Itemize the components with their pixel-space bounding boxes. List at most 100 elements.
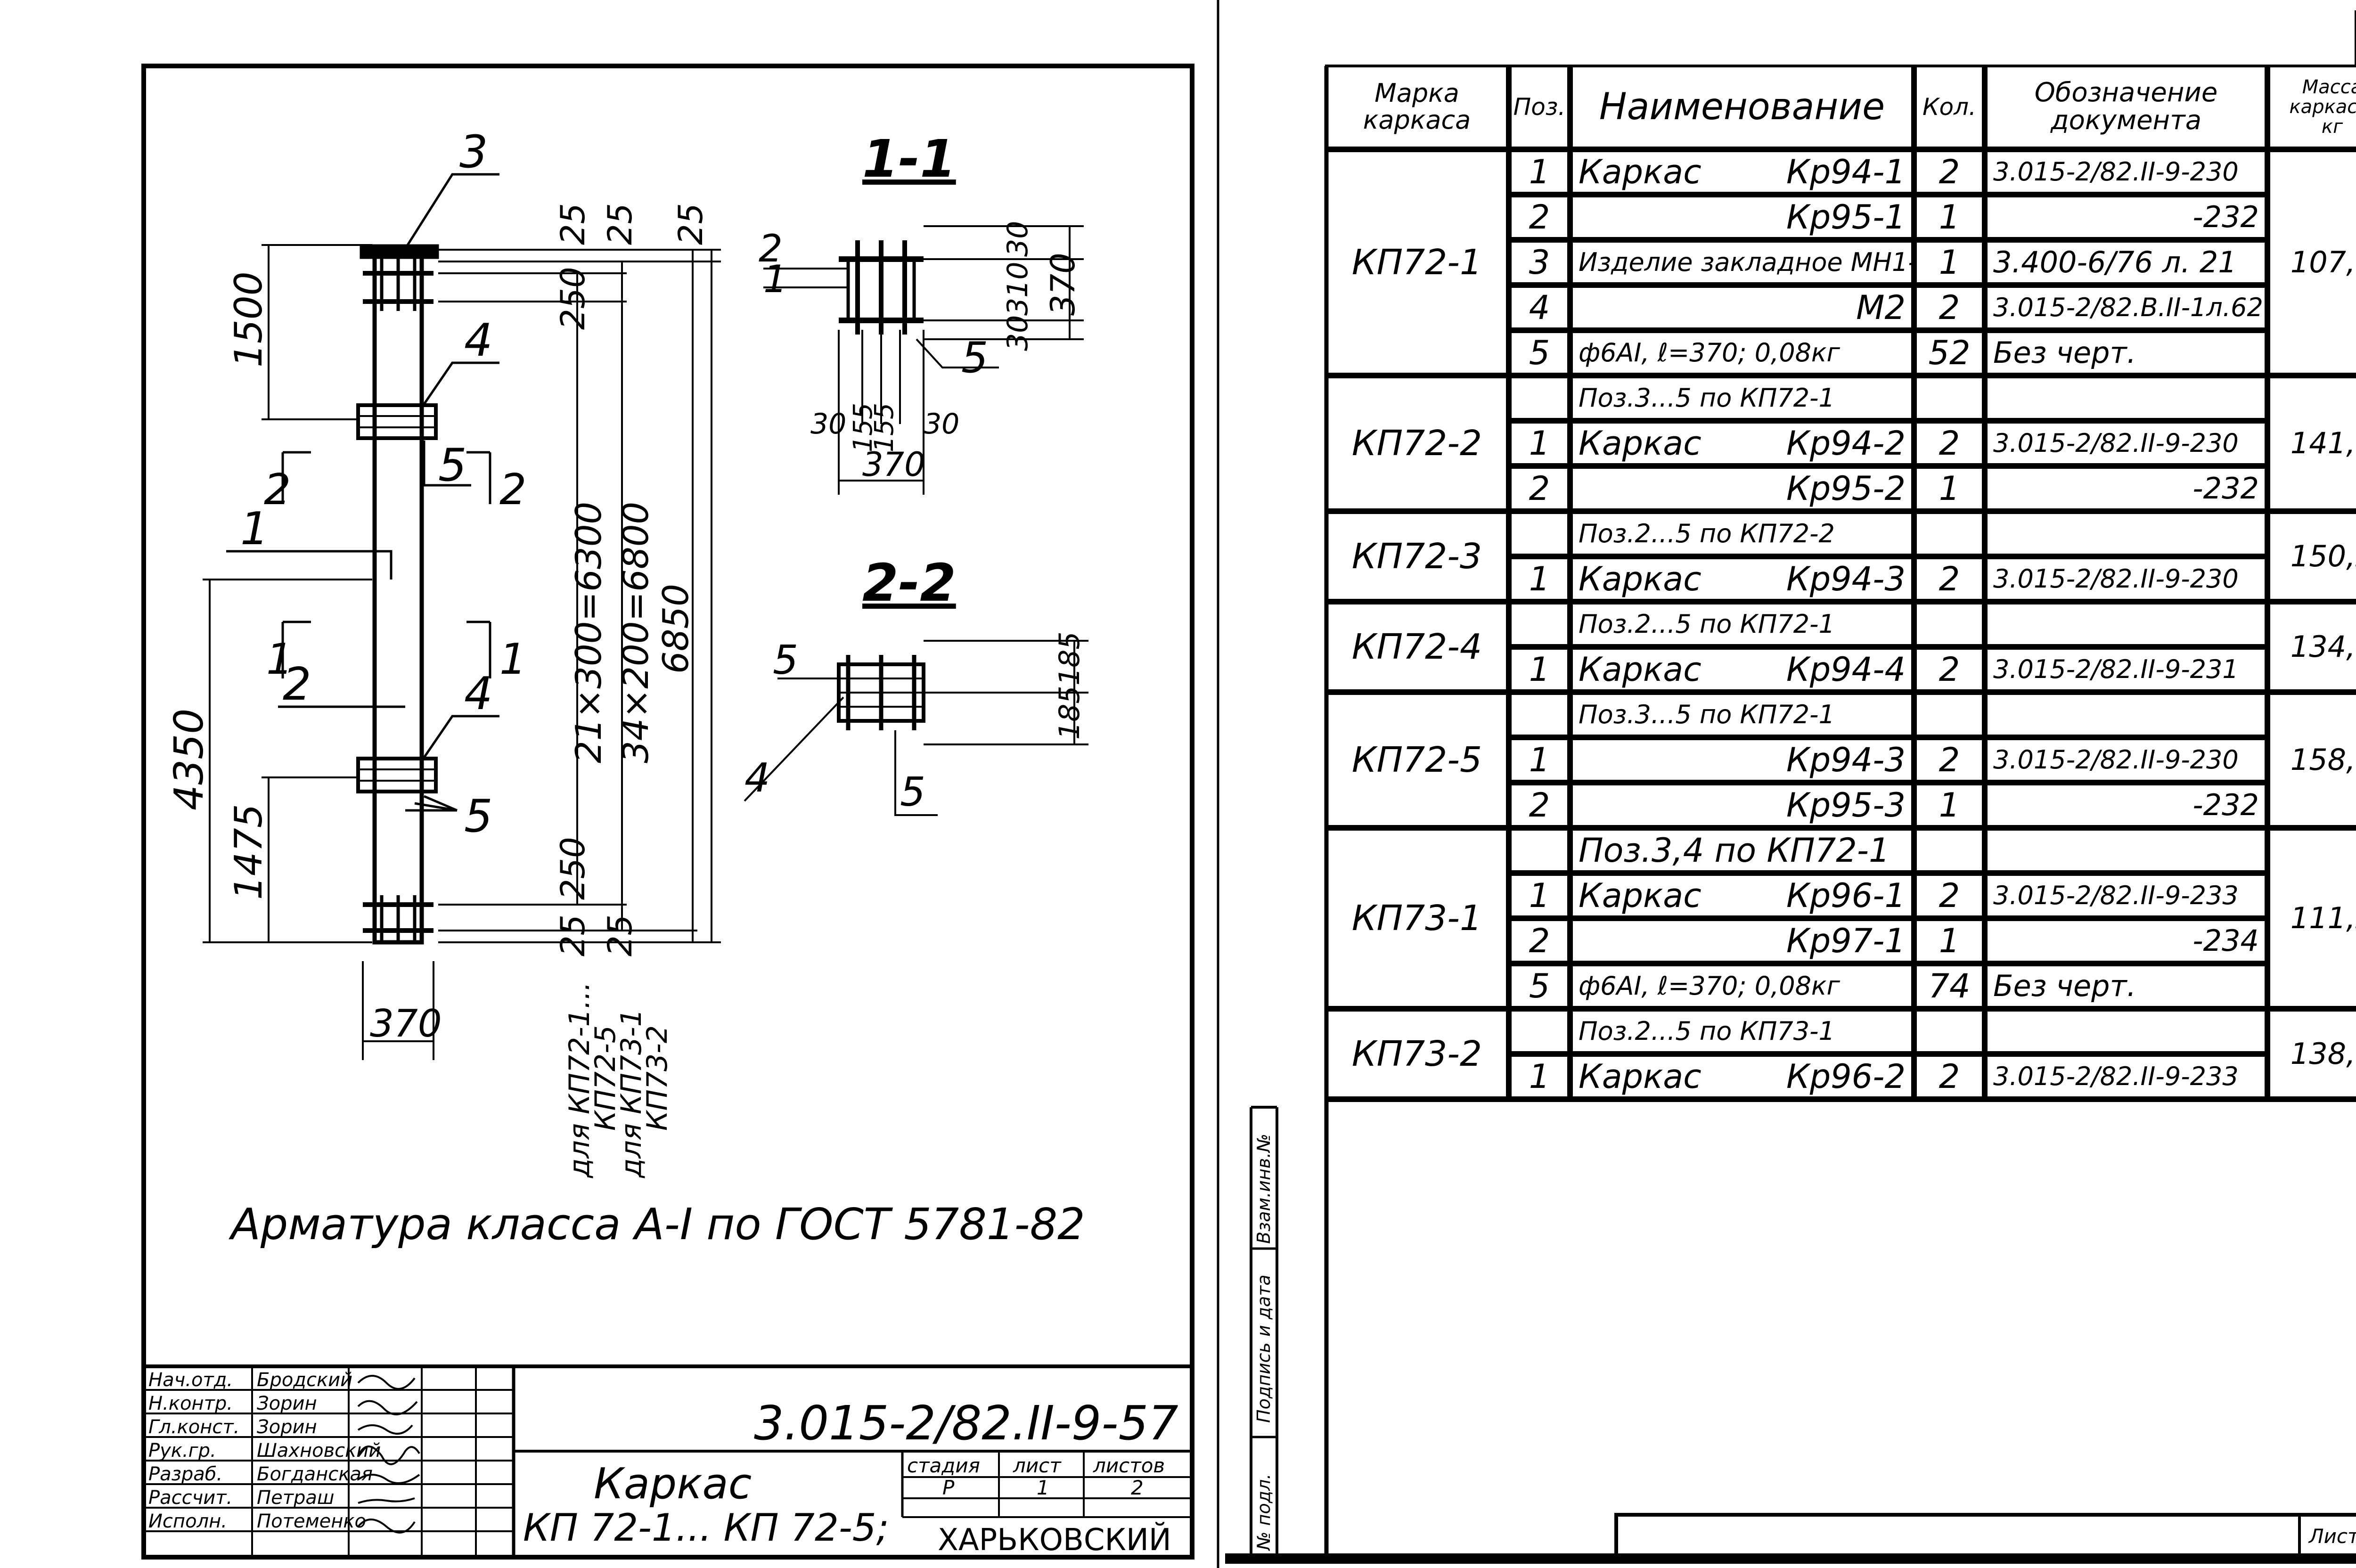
bottom-stamp: [1614, 1513, 2356, 1560]
callout-5-upper: 5: [438, 440, 466, 491]
header-doc: Обозначение документа: [1985, 65, 2267, 149]
row-doc: Без черт.: [1985, 330, 2267, 376]
section-1-1-label-1: 1: [763, 257, 787, 301]
row-name-text: ф6АI, ℓ=370; 0,08кг: [1579, 971, 1840, 1001]
callout-4-upper: 4: [464, 315, 492, 367]
name-5: Петраш: [257, 1487, 335, 1509]
section-1-1-dim-30c: 30: [810, 408, 846, 441]
row-qty: 2: [1914, 149, 1985, 195]
section-marker-2-right: 2: [499, 465, 526, 514]
applicability-label-1: для КП72-1...: [563, 982, 596, 1178]
row-doc: [1985, 602, 2267, 647]
dim-4350: 4350: [166, 709, 213, 810]
row-doc: 3.015-2/82.В.II-1л.62: [1985, 285, 2267, 330]
row-doc: 3.015-2/82.II-9-231: [1985, 647, 2267, 692]
dim-370-column: 370: [370, 1002, 442, 1045]
callout-4-lower: 4: [464, 668, 492, 720]
row-name: Кр97-1: [1570, 918, 1914, 964]
row-name-mark: Кр94-2: [1786, 424, 1906, 463]
row-pos: 3: [1509, 240, 1570, 285]
row-doc: 3.015-2/82.II-9-230: [1985, 556, 2267, 602]
row-name-mark: Кр96-1: [1786, 876, 1906, 915]
row-pos: 1: [1509, 421, 1570, 466]
row-name-text: Поз.3...5 по КП72-1: [1579, 700, 1835, 729]
row-name: Поз.3...5 по КП72-1: [1570, 376, 1914, 421]
row-pos: [1509, 602, 1570, 647]
row-name-mark: Кр95-1: [1786, 198, 1906, 237]
dim-1475: 1475: [227, 804, 270, 900]
callout-1: 1: [240, 503, 269, 555]
section-2-2: 2-2 5 4 5 185 185: [744, 553, 1088, 816]
group-mass: 111,2: [2267, 828, 2356, 1009]
row-name-text: Каркас: [1579, 153, 1702, 191]
header-qty: Кол.: [1914, 65, 1985, 149]
name-4: Богданская: [257, 1463, 373, 1485]
row-qty: 2: [1914, 1054, 1985, 1099]
section-1-1: 1-1 2 1 5 30 310 30 37: [759, 129, 1084, 495]
dim-bot-25a: 25: [554, 915, 592, 956]
name-2: Зорин: [257, 1416, 317, 1438]
section-1-1-dim-30d: 30: [924, 408, 959, 441]
row-name-text: Поз.3...5 по КП72-1: [1579, 383, 1835, 413]
row-name: Поз.2...5 по КП73-1: [1570, 1009, 1914, 1054]
strip-signature-date: Подпись и дата: [1253, 1274, 1274, 1423]
stage-header: стадия: [907, 1454, 980, 1477]
row-pos: 5: [1509, 330, 1570, 376]
title-line-2: КП 72-1... КП 72-5;: [523, 1506, 889, 1550]
role-5: Рассчит.: [148, 1487, 232, 1509]
header-pos: Поз.: [1509, 65, 1570, 149]
callout-5-lower: 5: [464, 791, 492, 842]
row-pos: [1509, 511, 1570, 556]
section-2-2-label-5b: 5: [900, 769, 925, 816]
section-marker-2-left: 2: [264, 465, 291, 514]
section-1-1-dim-370-v: 370: [1044, 253, 1082, 316]
dim-6300: 21×300=6300: [568, 502, 609, 763]
section-1-1-dim-370-h: 370: [862, 445, 925, 484]
row-pos: [1509, 828, 1570, 873]
row-pos: 5: [1509, 964, 1570, 1009]
strip-replacement-inv: Взам.инв.№: [1253, 1134, 1274, 1244]
row-doc: 3.400-6/76 л. 21: [1985, 240, 2267, 285]
dim-6800: 34×200=6800: [615, 502, 656, 763]
section-1-1-label-2: 2: [759, 227, 783, 270]
group-mass: 107,5: [2267, 149, 2356, 376]
group-mark: КП72-3: [1325, 511, 1509, 602]
row-name-text: Каркас: [1579, 650, 1702, 689]
bottom-sheet-label: Лист: [2308, 1525, 2356, 1548]
applicability-label-3: для КП73-1: [615, 1009, 648, 1178]
row-qty: [1914, 602, 1985, 647]
row-doc: [1985, 828, 2267, 873]
section-1-1-dim-155b: 155: [869, 403, 899, 452]
group-mass: 158,8: [2267, 692, 2356, 828]
drawing-frame: [141, 64, 1194, 1560]
row-name-text: Каркас: [1579, 560, 1702, 598]
mesh-4-upper: [356, 403, 438, 440]
row-name: Поз.2...5 по КП72-2: [1570, 511, 1914, 556]
group-mass: 141,6: [2267, 376, 2356, 511]
row-name-mark: Кр97-1: [1786, 922, 1906, 960]
row-doc: [1985, 376, 2267, 421]
group-mass: 134,4: [2267, 602, 2356, 692]
row-doc: [1985, 692, 2267, 737]
row-name: Кр95-2: [1570, 466, 1914, 511]
role-4: Разраб.: [148, 1463, 222, 1485]
row-name-text: Поз.2...5 по КП72-2: [1579, 519, 1835, 548]
section-2-2-label-5a: 5: [773, 637, 798, 684]
row-pos: 1: [1509, 737, 1570, 783]
header-mark: Марка каркаса: [1325, 65, 1509, 149]
row-name: М2: [1570, 285, 1914, 330]
row-qty: 2: [1914, 556, 1985, 602]
row-name: Поз.3...5 по КП72-1: [1570, 692, 1914, 737]
section-1-1-dim-310: 310: [1001, 261, 1034, 316]
group-mark: КП73-1: [1325, 828, 1509, 1009]
title-block-grid: [142, 1366, 1192, 1557]
row-name-text: ф6АI, ℓ=370; 0,08кг: [1579, 338, 1840, 368]
row-qty: 74: [1914, 964, 1985, 1009]
drawing-sheet: 3 4 4 5 5 1 2 2 2 1 1 1500 4350 1475 370…: [141, 0, 1219, 1568]
group-mark: КП73-2: [1325, 1009, 1509, 1099]
row-doc: -232: [1985, 783, 2267, 828]
row-name-mark: Кр94-1: [1786, 153, 1906, 191]
row-qty: [1914, 376, 1985, 421]
row-name-mark: Кр94-3: [1786, 741, 1906, 779]
